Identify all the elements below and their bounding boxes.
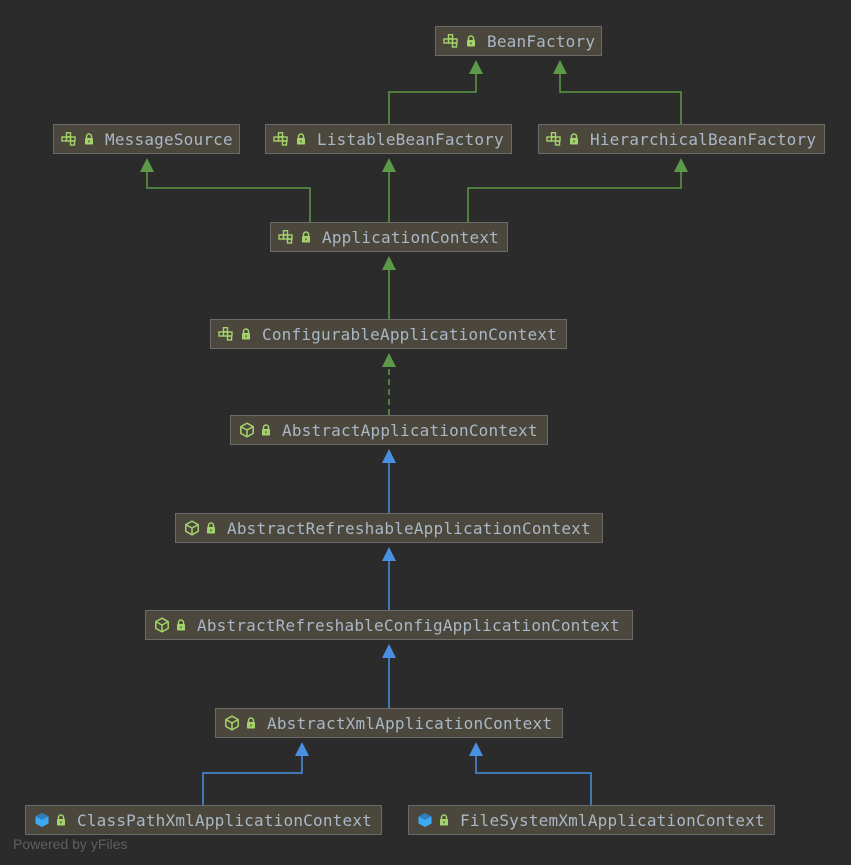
edge-line — [467, 170, 682, 222]
lock-icon — [175, 617, 187, 633]
interface-icon — [60, 131, 80, 147]
edge-ListableBeanFactory-to-BeanFactory — [388, 60, 483, 124]
arrowhead-icon — [382, 353, 396, 367]
arrowhead-icon — [382, 256, 396, 270]
arrowhead-icon — [382, 547, 396, 561]
edge-HierarchicalBeanFactory-to-BeanFactory — [553, 60, 682, 124]
edge-ApplicationContext-to-MessageSource — [140, 158, 311, 222]
arrowhead-icon — [295, 742, 309, 756]
edge-ApplicationContext-to-ListableBeanFactory — [382, 158, 396, 222]
edge-line — [388, 72, 477, 124]
arrowhead-icon — [674, 158, 688, 172]
arrowhead-icon — [553, 60, 567, 74]
lock-icon — [438, 812, 450, 828]
lock-icon — [83, 131, 95, 147]
node-label: BeanFactory — [487, 31, 596, 51]
node-hierarchical-bean-factory[interactable]: HierarchicalBeanFactory — [538, 124, 825, 154]
edge-line — [202, 754, 303, 805]
lock-icon — [295, 131, 307, 147]
interface-icon — [272, 131, 292, 147]
edge-AbstractApplicationContext-to-ConfigurableApplicationContext — [382, 353, 396, 415]
lock-icon — [205, 520, 217, 536]
class-icon — [32, 812, 52, 828]
node-label: AbstractRefreshableConfigApplicationCont… — [197, 615, 620, 635]
lock-icon — [245, 715, 257, 731]
node-label: MessageSource — [105, 129, 233, 149]
lock-icon — [300, 229, 312, 245]
node-class-path-xml-application-context[interactable]: ClassPathXmlApplicationContext — [25, 805, 382, 835]
edge-line — [146, 170, 311, 222]
interface-icon — [545, 131, 565, 147]
edge-ClassPathXmlApplicationContext-to-AbstractXmlApplicationContext — [202, 742, 309, 805]
node-label: AbstractRefreshableApplicationContext — [227, 518, 591, 538]
node-configurable-application-context[interactable]: ConfigurableApplicationContext — [210, 319, 567, 349]
edge-ApplicationContext-to-HierarchicalBeanFactory — [467, 158, 688, 222]
edge-AbstractXmlApplicationContext-to-AbstractRefreshableConfigApplicationContext — [382, 644, 396, 708]
node-listable-bean-factory[interactable]: ListableBeanFactory — [265, 124, 512, 154]
edge-ConfigurableApplicationContext-to-ApplicationContext — [382, 256, 396, 319]
arrowhead-icon — [469, 60, 483, 74]
abstract-class-icon — [237, 422, 257, 438]
node-label: HierarchicalBeanFactory — [590, 129, 817, 149]
node-bean-factory[interactable]: BeanFactory — [435, 26, 602, 56]
edge-line — [475, 754, 592, 805]
node-message-source[interactable]: MessageSource — [53, 124, 240, 154]
arrowhead-icon — [382, 449, 396, 463]
arrowhead-icon — [382, 644, 396, 658]
node-abstract-application-context[interactable]: AbstractApplicationContext — [230, 415, 548, 445]
node-label: AbstractApplicationContext — [282, 420, 538, 440]
node-label: ListableBeanFactory — [317, 129, 504, 149]
lock-icon — [260, 422, 272, 438]
edge-line — [559, 72, 682, 124]
arrowhead-icon — [469, 742, 483, 756]
interface-icon — [442, 33, 462, 49]
lock-icon — [465, 33, 477, 49]
node-abstract-xml-application-context[interactable]: AbstractXmlApplicationContext — [215, 708, 563, 738]
arrowhead-icon — [140, 158, 154, 172]
edge-AbstractRefreshableConfigApplicationContext-to-AbstractRefreshableApplicationContext — [382, 547, 396, 610]
yfiles-watermark: Powered by yFiles — [13, 836, 128, 852]
arrowhead-icon — [382, 158, 396, 172]
class-icon — [415, 812, 435, 828]
abstract-class-icon — [152, 617, 172, 633]
interface-icon — [217, 326, 237, 342]
node-label: FileSystemXmlApplicationContext — [460, 810, 765, 830]
node-file-system-xml-application-context[interactable]: FileSystemXmlApplicationContext — [408, 805, 775, 835]
lock-icon — [240, 326, 252, 342]
edge-FileSystemXmlApplicationContext-to-AbstractXmlApplicationContext — [469, 742, 592, 805]
abstract-class-icon — [222, 715, 242, 731]
lock-icon — [55, 812, 67, 828]
edge-AbstractRefreshableApplicationContext-to-AbstractApplicationContext — [382, 449, 396, 513]
node-abstract-refreshable-config-application-context[interactable]: AbstractRefreshableConfigApplicationCont… — [145, 610, 633, 640]
interface-icon — [277, 229, 297, 245]
node-label: ConfigurableApplicationContext — [262, 324, 557, 344]
node-label: ApplicationContext — [322, 227, 499, 247]
node-label: ClassPathXmlApplicationContext — [77, 810, 372, 830]
abstract-class-icon — [182, 520, 202, 536]
node-label: AbstractXmlApplicationContext — [267, 713, 553, 733]
node-application-context[interactable]: ApplicationContext — [270, 222, 508, 252]
node-abstract-refreshable-application-context[interactable]: AbstractRefreshableApplicationContext — [175, 513, 603, 543]
lock-icon — [568, 131, 580, 147]
